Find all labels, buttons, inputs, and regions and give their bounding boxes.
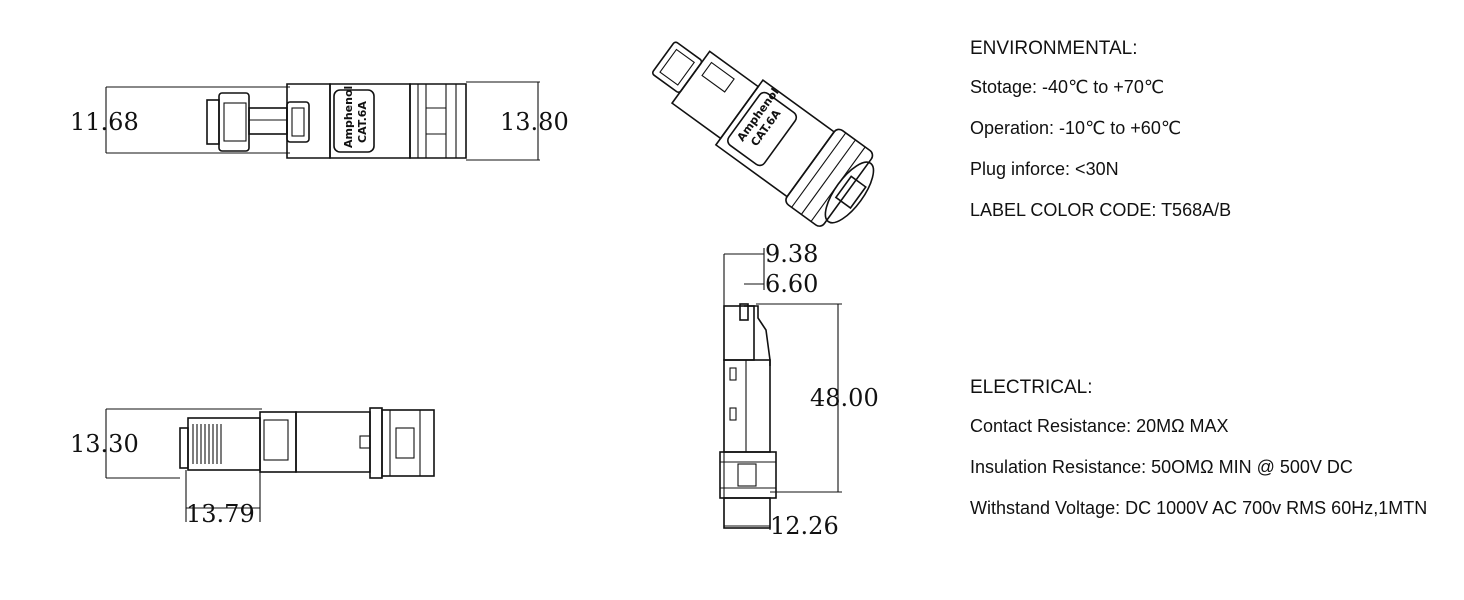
dim-13-79: 13.79 xyxy=(186,500,255,528)
spec-insulation-resistance: Insulation Resistance: 50OMΩ MIN @ 500V … xyxy=(970,457,1353,477)
environmental-heading: ENVIRONMENTAL: xyxy=(970,38,1138,59)
brand-label-top: Amphenol xyxy=(342,86,355,148)
dim-48-00: 48.00 xyxy=(810,384,879,412)
spec-storage: Stotage: -40℃ to +70℃ xyxy=(970,77,1165,97)
dim-12-26: 12.26 xyxy=(770,512,839,540)
plug-side-view: 13.30 13.79 xyxy=(70,407,435,528)
plug-top-view: 11.68 Amphenol CAT.6A 13.80 xyxy=(70,81,569,161)
dim-11-68: 11.68 xyxy=(70,108,139,136)
dim-6-60: 6.60 xyxy=(765,270,818,298)
category-label-top: CAT.6A xyxy=(356,101,369,143)
dim-13-30: 13.30 xyxy=(70,430,139,458)
spec-plug-inforce: Plug inforce: <30N xyxy=(970,159,1119,179)
dim-13-80: 13.80 xyxy=(500,108,569,136)
dim-9-38: 9.38 xyxy=(765,240,818,268)
spec-contact-resistance: Contact Resistance: 20MΩ MAX xyxy=(970,416,1229,436)
electrical-heading: ELECTRICAL: xyxy=(970,377,1093,398)
spec-operation: Operation: -10℃ to +60℃ xyxy=(970,118,1182,138)
spec-withstand-voltage: Withstand Voltage: DC 1000V AC 700v RMS … xyxy=(970,498,1428,518)
environmental-specs: ENVIRONMENTAL: Stotage: -40℃ to +70℃ Ope… xyxy=(970,38,1460,240)
plug-vertical-view: 9.38 6.60 48.00 12.26 xyxy=(719,240,879,540)
plug-isometric-view: Amphenol CAT.6A xyxy=(651,41,875,227)
electrical-specs: ELECTRICAL: Contact Resistance: 20MΩ MAX… xyxy=(970,377,1460,538)
spec-label-color-code: LABEL COLOR CODE: T568A/B xyxy=(970,200,1232,220)
